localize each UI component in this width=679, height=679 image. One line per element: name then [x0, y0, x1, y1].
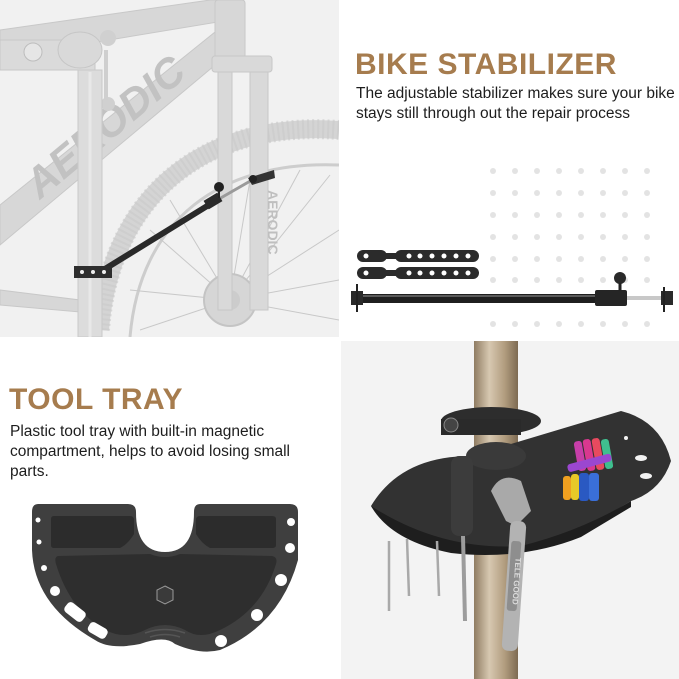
hex-keys: [387, 538, 441, 611]
stabilizer-product-image: [351, 168, 673, 327]
adjustable-wrench: TELE GOOD: [491, 477, 531, 651]
tool-tray-product-image: [32, 504, 298, 652]
bike-stabilizer-photo: AERODIC AERODIC: [0, 0, 339, 337]
svg-text:AERODIC: AERODIC: [265, 190, 281, 255]
tool-tray-heading: TOOL TRAY: [9, 383, 183, 416]
tool-tray-in-use-photo: TELE GOOD: [341, 341, 679, 679]
svg-text:TELE GOOD: TELE GOOD: [510, 557, 522, 605]
dot-grid-decoration: [490, 168, 650, 327]
stabilizer-description: The adjustable stabilizer makes sure you…: [356, 85, 675, 122]
stabilizer-info-panel: BIKE STABILIZER The adjustable stabilize…: [339, 0, 679, 340]
bike-illustration: AERODIC AERODIC: [0, 0, 339, 337]
tool-tray-info-panel: TOOL TRAY Plastic tool tray with built-i…: [0, 340, 339, 679]
tool-tray-description: Plastic tool tray with built-in magnetic…: [10, 423, 290, 480]
stabilizer-bar: [74, 170, 275, 278]
stabilizer-heading: BIKE STABILIZER: [355, 48, 617, 81]
tool-tray-mounted-illustration: TELE GOOD: [341, 341, 679, 679]
rubber-straps: [357, 250, 479, 279]
screwdriver-handle: [451, 456, 473, 536]
multicolor-hex-key-set: [563, 438, 614, 501]
telescoping-bar: [351, 272, 673, 312]
